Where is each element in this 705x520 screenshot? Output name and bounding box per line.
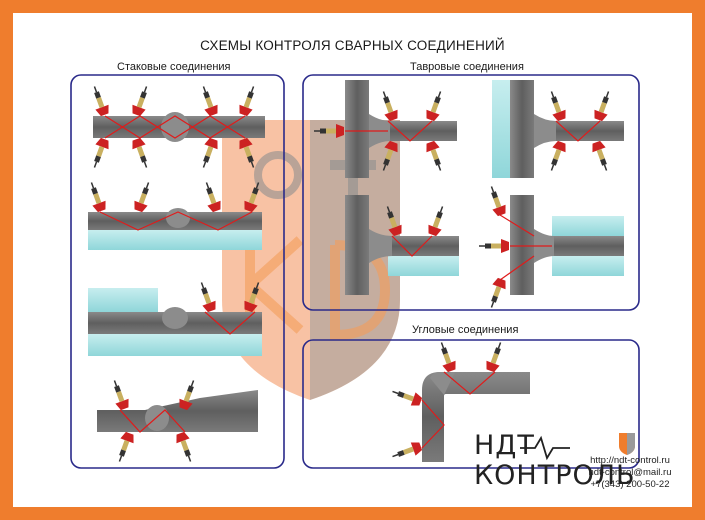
corner-joints-box (302, 339, 640, 469)
page-title: СХЕМЫ КОНТРОЛЯ СВАРНЫХ СОЕДИНЕНИЙ (200, 38, 505, 53)
brand-line-1: НДТ (474, 430, 535, 461)
tee-scheme-4 (478, 183, 624, 311)
tee-scheme-2 (492, 80, 624, 178)
corner-scheme (389, 339, 530, 464)
brand-line-2: КОНТРОЛЬ (474, 460, 636, 491)
pulse-icon (520, 435, 570, 461)
tee-joints-label: Тавровые соединения (410, 61, 524, 73)
email-link[interactable]: ndt-control@mail.ru (588, 467, 672, 478)
butt-joints-box (70, 74, 285, 469)
phone-text: +7(343) 200-50-22 (590, 479, 670, 490)
butt-scheme-1 (87, 83, 265, 171)
butt-scheme-3 (88, 279, 266, 356)
tee-scheme-1 (313, 80, 457, 178)
butt-joints-label: Стаковые соединения (117, 61, 231, 73)
shield-logo-icon (619, 433, 635, 455)
shield-watermark (222, 120, 400, 400)
site-link[interactable]: http://ndt-control.ru (590, 455, 670, 466)
tee-scheme-3 (345, 195, 459, 295)
butt-scheme-4 (97, 377, 258, 465)
corner-joints-label: Угловые соединения (412, 324, 519, 336)
butt-scheme-2 (84, 179, 266, 250)
tee-joints-box (302, 74, 640, 311)
